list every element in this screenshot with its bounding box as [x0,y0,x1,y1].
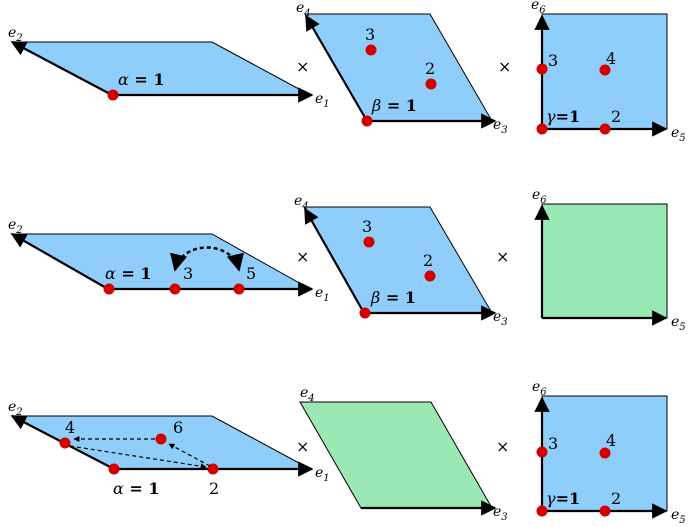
point-2 [599,505,611,517]
axis-e4-label: e4 [296,0,311,19]
point-3 [365,44,377,56]
dashed-arrow-2-to-6 [168,443,211,467]
point-gamma [536,123,548,135]
alpha-equation: α = 1 [105,264,152,283]
axis-e5-label: e5 [671,507,686,526]
axis-e4-label: e4 [300,385,315,404]
axis-e2-label: e2 [8,399,23,418]
point-2-label: 2 [423,251,433,270]
times-operator: × [498,57,511,76]
point-3 [363,236,375,248]
point-4-label: 4 [606,431,616,450]
point-beta [359,307,371,319]
point-6-label: 6 [173,418,183,437]
point-2 [425,78,437,90]
point-gamma [536,505,548,517]
times-operator: × [496,437,509,456]
axis-e6-label: e6 [532,379,547,398]
point-3-label: 3 [183,264,193,283]
point-3-label: 3 [362,217,372,236]
axis-e2-arrow [10,41,113,96]
point-beta [361,115,373,127]
axis-e2-label: e2 [8,25,23,44]
beta-equation: β = 1 [371,96,417,115]
dashed-arrow-4-to-2 [69,445,207,470]
point-3-label: 3 [548,434,558,453]
axis-e6-label: e6 [532,187,547,206]
axis-e3-label: e3 [493,504,508,523]
times-operator: × [296,247,309,266]
axis-e3-label: e3 [493,309,508,328]
times-operator: × [296,57,309,76]
gamma-equation: γ=1 [546,489,580,508]
axis-e1-label: e1 [315,285,330,304]
row-1: e1 e2 α = 1 × e3 e4 3 2 β = 1 × e5 e6 3 … [8,0,686,144]
point-alpha [103,283,115,295]
times-operator: × [496,247,509,266]
row-2: e1 e2 α = 1 3 5 × e3 e4 3 2 β = 1 × e5 e… [8,187,686,333]
swap-arrow-3-5 [170,246,244,272]
point-4-label: 4 [606,49,616,68]
point-alpha [107,89,119,101]
axis-e2-label: e2 [8,217,23,236]
plane-e5-e6 [541,13,668,130]
point-2 [599,123,611,135]
point-3-label: 3 [365,25,375,44]
row-3: e1 e2 α = 1 4 6 2 × e3 e4 × e5 e6 3 4 2 … [8,379,686,526]
point-2-label: 2 [209,479,219,498]
axis-e1-label: e1 [315,465,330,484]
axis-e4-arrow [304,207,365,314]
alpha-equation: α = 1 [113,479,160,498]
axis-e2-arrow [10,233,109,290]
plane-e1-e2 [10,233,312,290]
point-3 [169,283,181,295]
point-2 [424,270,436,282]
axis-e6-label: e6 [531,0,546,16]
point-3 [536,446,548,458]
point-2-label: 2 [611,107,621,126]
axis-e4-arrow [305,14,368,122]
point-2 [207,463,219,475]
point-2-label: 2 [425,59,435,78]
point-3 [536,63,548,75]
axis-e3-label: e3 [493,117,508,136]
point-4-label: 4 [65,418,75,437]
point-4 [59,437,71,449]
plane-e5-e6 [541,203,668,319]
beta-equation: β = 1 [370,288,416,307]
axis-e1-label: e1 [315,91,330,110]
alpha-equation: α = 1 [118,70,165,89]
point-alpha [108,463,120,475]
axis-e5-label: e5 [671,314,686,333]
point-5-label: 5 [246,264,256,283]
point-6 [155,433,167,445]
axis-e4-label: e4 [294,193,309,212]
axis-e5-label: e5 [671,125,686,144]
point-2-label: 2 [611,489,621,508]
point-5 [233,283,245,295]
gamma-equation: γ=1 [546,107,580,126]
point-3-label: 3 [548,51,558,70]
point-4 [599,64,611,76]
times-operator: × [296,437,309,456]
plane-e3-e4 [299,401,493,509]
point-4 [599,447,611,459]
